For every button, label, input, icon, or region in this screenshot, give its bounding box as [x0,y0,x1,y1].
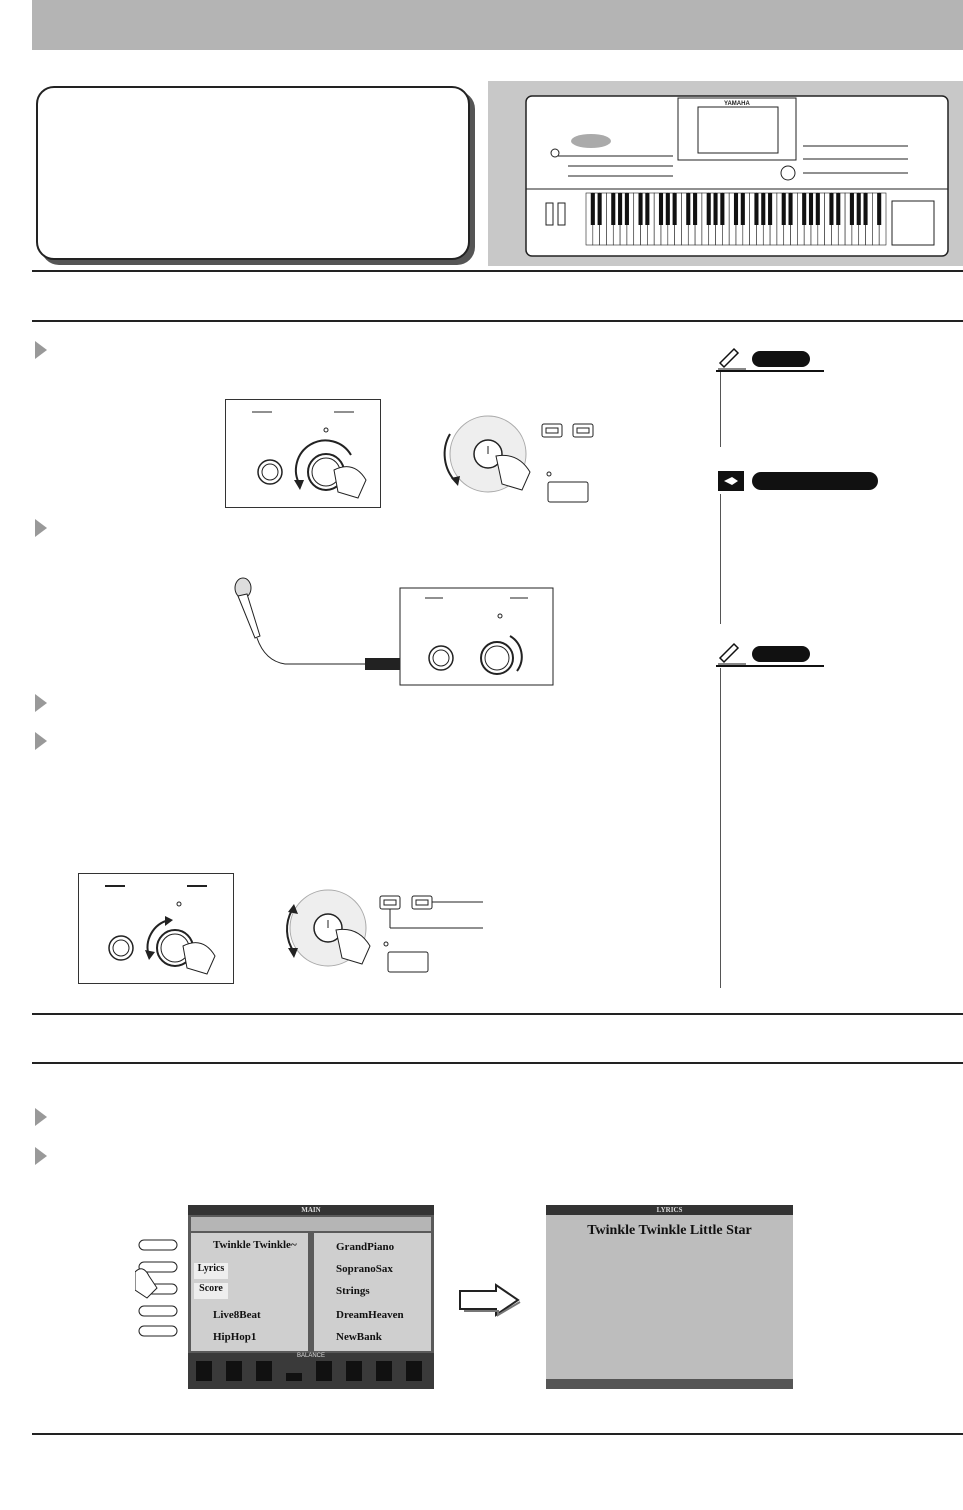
black-key [618,193,623,225]
balance-bar: BALANCE [188,1353,434,1389]
black-key [624,193,629,225]
black-key [713,193,718,225]
black-key [849,193,854,225]
step-arrow-icon [35,694,47,712]
header-band [32,0,963,50]
pressing-finger-icon [134,1268,158,1299]
voice-left: Strings [336,1285,370,1297]
microphone-icon [234,577,365,665]
caution-header [716,469,881,493]
transition-arrow-icon [458,1283,522,1317]
step-arrow-icon [35,732,47,750]
black-key [856,193,861,225]
black-key [829,193,834,225]
black-key [877,193,882,225]
music-finder-name: HipHop1 [213,1331,257,1343]
lyrics-screen: LYRICS Twinkle Twinkle Little Star [546,1205,793,1389]
note-divider [720,668,721,988]
registration-bank-name: NewBank [336,1331,382,1343]
black-key [733,193,739,225]
keyboard-illustration: YAMAHA [525,95,949,257]
black-key [836,193,841,225]
main-screen-topbar [191,1217,431,1231]
black-key [754,193,759,225]
data-dial-figure [438,412,613,507]
black-key [665,193,670,225]
section-rule [32,270,963,272]
main-screen-left-panel: Twinkle Twinkle~ Lyrics Score Live8Beat … [191,1233,308,1351]
section-rule [32,320,963,322]
black-key [706,193,711,225]
black-key [645,193,650,225]
keyboard-illustration-panel: YAMAHA [488,81,963,266]
black-key [611,193,616,225]
step-arrow-icon [35,1147,47,1165]
black-key [802,193,807,225]
callout-box [36,86,470,260]
note-header [716,345,826,373]
black-key [863,193,868,225]
black-key [672,193,677,225]
main-screen-title: MAIN [188,1205,434,1215]
black-key [808,193,814,225]
voice-right1: GrandPiano [336,1241,395,1253]
data-dial-figure-2 [278,886,488,978]
section-rule [32,1062,963,1064]
pointing-hand-icon [718,471,878,491]
black-key [781,193,786,225]
lyrics-screen-footer [546,1379,793,1389]
black-key [597,193,602,225]
section-rule [32,1433,963,1435]
black-key [740,193,745,225]
black-key [815,193,820,225]
lcd-side-buttons [134,1236,183,1340]
voice-right2: SopranoSax [336,1263,393,1275]
multipad-name: DreamHeaven [336,1309,404,1321]
black-key [761,193,766,225]
main-screen: MAIN Twinkle Twinkle~ Lyrics Score Live8… [188,1205,434,1389]
svg-text:YAMAHA: YAMAHA [724,101,750,107]
black-key [788,193,793,225]
balance-label: BALANCE [296,1353,325,1359]
pencil-note-icon [716,642,824,667]
black-key [768,193,773,225]
lyrics-song-title: Twinkle Twinkle Little Star [587,1223,752,1238]
main-screen-right-panel: GrandPiano SopranoSax Strings DreamHeave… [314,1233,431,1351]
style-name: Live8Beat [213,1309,261,1321]
black-key [720,193,725,225]
black-key [590,193,595,225]
lyrics-screen-title: LYRICS [546,1205,793,1215]
microphone-connection-figure [225,576,565,691]
black-key [686,193,691,225]
section-rule [32,1013,963,1015]
note-divider [720,372,721,447]
note-divider [720,494,721,624]
step-arrow-icon [35,1108,47,1126]
note-header [716,640,826,668]
black-key [658,193,664,225]
mic-volume-panel [78,873,234,984]
song-name: Twinkle Twinkle~ [213,1239,297,1251]
black-key [693,193,698,225]
pencil-note-icon [716,347,824,372]
step-arrow-icon [35,341,47,359]
input-volume-panel [225,399,381,508]
step-arrow-icon [35,519,47,537]
lyrics-button[interactable]: Lyrics [194,1263,228,1279]
black-key [638,193,643,225]
score-button[interactable]: Score [194,1283,228,1299]
